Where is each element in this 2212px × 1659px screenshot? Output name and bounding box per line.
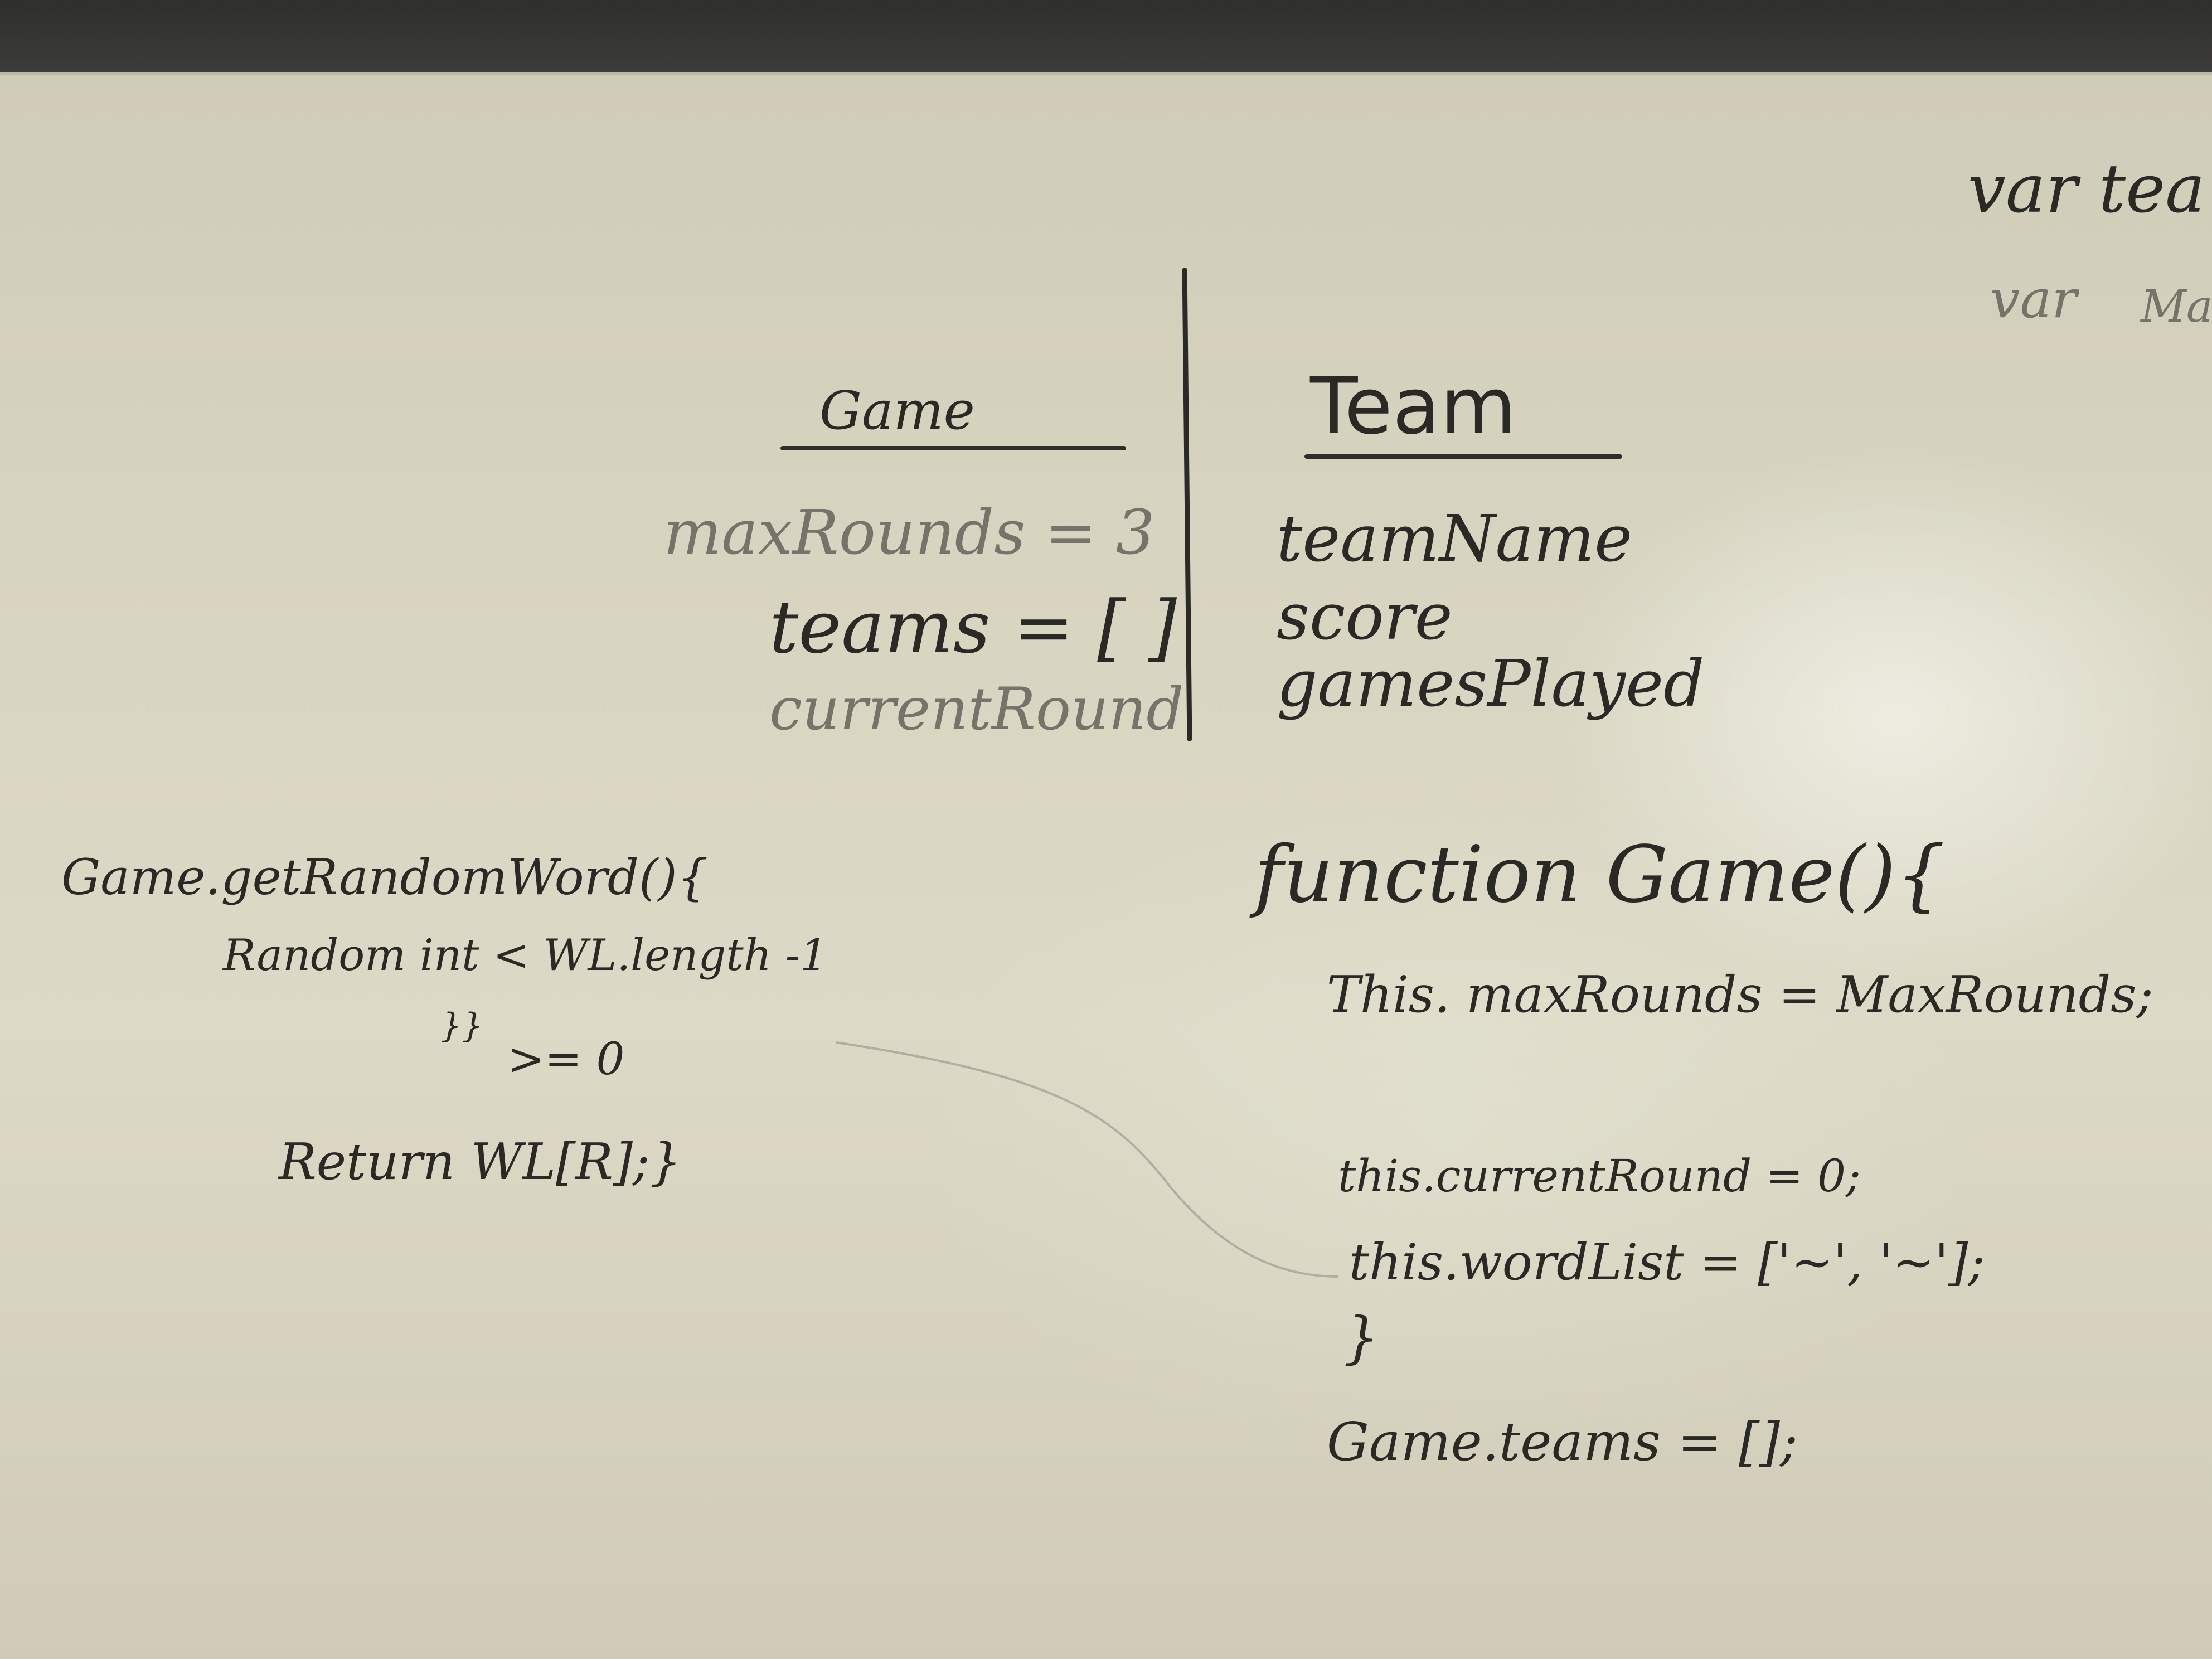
game-box-title: Game bbox=[819, 380, 975, 442]
right-code-line-5: } bbox=[1343, 1305, 1379, 1370]
corner-line-1: var tea bbox=[1968, 151, 2205, 228]
left-code-line-4: >= 0 bbox=[507, 1033, 625, 1085]
corner-line-2-var: var bbox=[1990, 269, 2077, 330]
whiteboard bbox=[0, 72, 2212, 1659]
wall-above-board bbox=[0, 0, 2212, 84]
game-box-line-3: currentRound bbox=[769, 675, 1184, 743]
left-code-line-1: Game.getRandomWord(){ bbox=[61, 848, 709, 906]
corner-line-2-rest: Max bbox=[2141, 280, 2212, 332]
right-code-line-6: Game.teams = []; bbox=[1327, 1411, 1798, 1473]
left-code-line-2: Random int < WL.length -1 bbox=[223, 930, 828, 981]
team-box-underline bbox=[1304, 454, 1622, 459]
game-box-line-1: maxRounds = 3 bbox=[663, 497, 1155, 568]
game-box-underline bbox=[780, 446, 1126, 450]
team-box-line-1: teamName bbox=[1277, 502, 1633, 576]
team-box-line-2: score bbox=[1277, 580, 1453, 654]
right-code-line-4: this.wordList = ['~', '~']; bbox=[1349, 1233, 1985, 1292]
left-code-line-3: }} bbox=[440, 1006, 483, 1045]
team-box-line-3: gamesPlayed bbox=[1277, 647, 1705, 721]
right-code-line-3: this.currentRound = 0; bbox=[1338, 1150, 1861, 1202]
game-box-line-2: teams = [ ] bbox=[769, 585, 1177, 670]
right-code-line-1: function Game(){ bbox=[1254, 830, 1946, 920]
right-code-line-2: This. maxRounds = MaxRounds; bbox=[1327, 966, 2153, 1024]
left-code-line-5: Return WL[R];} bbox=[279, 1133, 682, 1191]
team-box-title: Team bbox=[1310, 361, 1517, 452]
